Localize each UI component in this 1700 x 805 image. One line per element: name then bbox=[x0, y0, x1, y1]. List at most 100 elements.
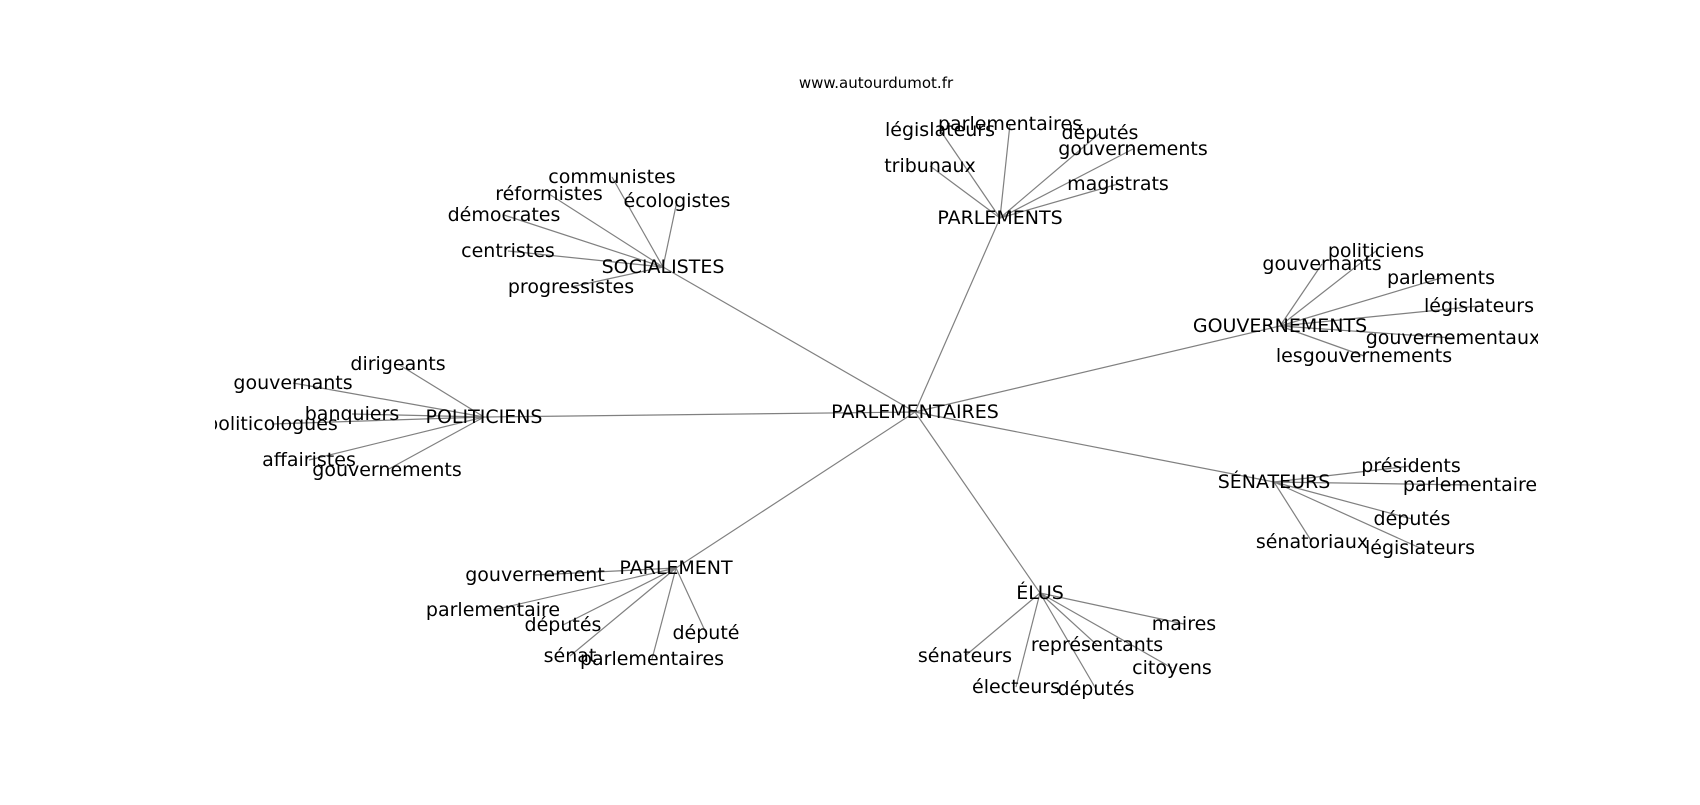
word-node-label: parlements bbox=[1387, 267, 1495, 289]
word-node-label: tribunaux bbox=[884, 155, 976, 177]
word-node-label: députés bbox=[525, 614, 602, 636]
edge-hub-word bbox=[1039, 592, 1185, 625]
word-node-label: maires bbox=[1152, 613, 1216, 635]
edge-hub-word bbox=[1279, 325, 1365, 357]
edge-hub-word bbox=[1273, 481, 1421, 549]
word-node-label: parlementaire bbox=[1403, 474, 1537, 496]
edge-center-hub bbox=[914, 217, 1001, 413]
word-node-label: politicologues bbox=[206, 413, 338, 435]
labels: PARLEMENTAIRESPARLEMENTSlégislateursparl… bbox=[206, 113, 1538, 700]
word-node-label: lesgouvernements bbox=[1276, 345, 1452, 367]
edge-hub-word bbox=[999, 148, 1134, 219]
word-node-label: sénat bbox=[544, 645, 597, 667]
edge-hub-word bbox=[1273, 481, 1413, 520]
edge-hub-word bbox=[1279, 325, 1454, 339]
edge-hub-word bbox=[964, 592, 1041, 657]
word-node-label: magistrats bbox=[1067, 173, 1169, 195]
edge-hub-word bbox=[492, 567, 677, 611]
edge-hub-word bbox=[939, 129, 1001, 219]
word-node-label: législateurs bbox=[885, 119, 995, 141]
word-node-label: communistes bbox=[548, 166, 675, 188]
word-node-label: députés bbox=[1058, 678, 1135, 700]
edge-hub-word bbox=[569, 567, 677, 657]
word-node-label: gouvernants bbox=[1262, 253, 1381, 275]
edge-hub-word bbox=[675, 567, 707, 634]
word-node-label: centristes bbox=[461, 240, 555, 262]
edge-hub-word bbox=[1273, 481, 1471, 486]
edge-hub-word bbox=[651, 567, 677, 660]
edge-center-hub bbox=[914, 411, 1041, 594]
edge-center-hub bbox=[675, 411, 916, 569]
word-node-label: gouvernements bbox=[312, 459, 461, 481]
hub-node-label: PARLEMENTS bbox=[937, 207, 1062, 229]
word-node-label: progressistes bbox=[508, 276, 634, 298]
word-node-label: députés bbox=[1374, 508, 1451, 530]
word-node-label: parlementaire bbox=[426, 599, 560, 621]
word-node-label: banquiers bbox=[305, 403, 400, 425]
word-node-label: législateurs bbox=[1424, 295, 1534, 317]
hub-node-label: ÉLUS bbox=[1016, 581, 1064, 604]
word-node-label: parlementaires bbox=[938, 113, 1082, 135]
word-node-label: députés bbox=[1062, 122, 1139, 144]
hub-node-label: SOCIALISTES bbox=[602, 256, 725, 278]
word-node-label: démocrates bbox=[448, 204, 561, 226]
edge-hub-word bbox=[1273, 481, 1313, 543]
edge-hub-word bbox=[548, 193, 664, 268]
word-node-label: législateurs bbox=[1365, 537, 1475, 559]
edge-hub-word bbox=[534, 567, 677, 576]
word-node-label: présidents bbox=[1361, 455, 1460, 477]
edge-hub-word bbox=[308, 416, 485, 461]
word-node-label: citoyens bbox=[1132, 657, 1212, 679]
edge-hub-word bbox=[397, 363, 485, 418]
source-label: www.autourdumot.fr bbox=[799, 74, 954, 92]
edges bbox=[271, 123, 1480, 690]
hub-node-label: SÉNATEURS bbox=[1218, 470, 1331, 493]
edge-hub-word bbox=[1039, 592, 1098, 646]
edge-hub-word bbox=[1279, 277, 1442, 327]
word-node-label: dirigeants bbox=[350, 353, 445, 375]
edge-hub-word bbox=[386, 416, 485, 471]
word-node-label: gouvernements bbox=[1058, 138, 1207, 160]
word-node-label: affairistes bbox=[262, 449, 356, 471]
edge-center-hub bbox=[914, 411, 1275, 483]
edge-hub-word bbox=[507, 250, 664, 268]
edge-hub-word bbox=[611, 176, 664, 268]
edge-hub-word bbox=[662, 200, 678, 268]
edge-hub-word bbox=[1279, 263, 1323, 327]
word-node-label: député bbox=[673, 622, 740, 644]
edge-hub-word bbox=[570, 266, 664, 288]
word-node-label: électeurs bbox=[972, 676, 1060, 698]
edge-hub-word bbox=[503, 214, 664, 268]
word-node-label: réformistes bbox=[495, 183, 603, 205]
edge-center-hub bbox=[662, 266, 916, 413]
hub-node-label: POLITICIENS bbox=[426, 406, 543, 428]
word-node-label: gouvernants bbox=[233, 372, 352, 394]
edge-center-hub bbox=[483, 411, 916, 418]
edge-hub-word bbox=[1279, 250, 1377, 327]
hub-node-label: GOUVERNEMENTS bbox=[1193, 315, 1367, 337]
edge-hub-word bbox=[999, 183, 1119, 219]
word-node-label: politiciens bbox=[1328, 240, 1424, 262]
edge-hub-word bbox=[271, 416, 485, 425]
word-node-label: sénateurs bbox=[918, 645, 1012, 667]
edge-hub-word bbox=[1279, 305, 1480, 327]
edge-hub-word bbox=[999, 123, 1011, 219]
edge-hub-word bbox=[1273, 465, 1412, 483]
edge-center-hub bbox=[914, 325, 1281, 413]
center-node-label: PARLEMENTAIRES bbox=[831, 401, 999, 423]
word-node-label: représentants bbox=[1031, 634, 1163, 656]
edge-hub-word bbox=[292, 382, 485, 418]
edge-hub-word bbox=[929, 165, 1001, 219]
edge-hub-word bbox=[351, 413, 485, 418]
edge-hub-word bbox=[562, 567, 677, 626]
edge-hub-word bbox=[1015, 592, 1041, 688]
edge-hub-word bbox=[1039, 592, 1173, 669]
edge-hub-word bbox=[1039, 592, 1097, 690]
edge-hub-word bbox=[999, 132, 1101, 219]
hub-node-label: PARLEMENT bbox=[619, 557, 733, 579]
word-node-label: sénatoriaux bbox=[1256, 531, 1368, 553]
word-node-label: écologistes bbox=[624, 190, 731, 212]
word-node-label: gouvernement bbox=[465, 564, 605, 586]
